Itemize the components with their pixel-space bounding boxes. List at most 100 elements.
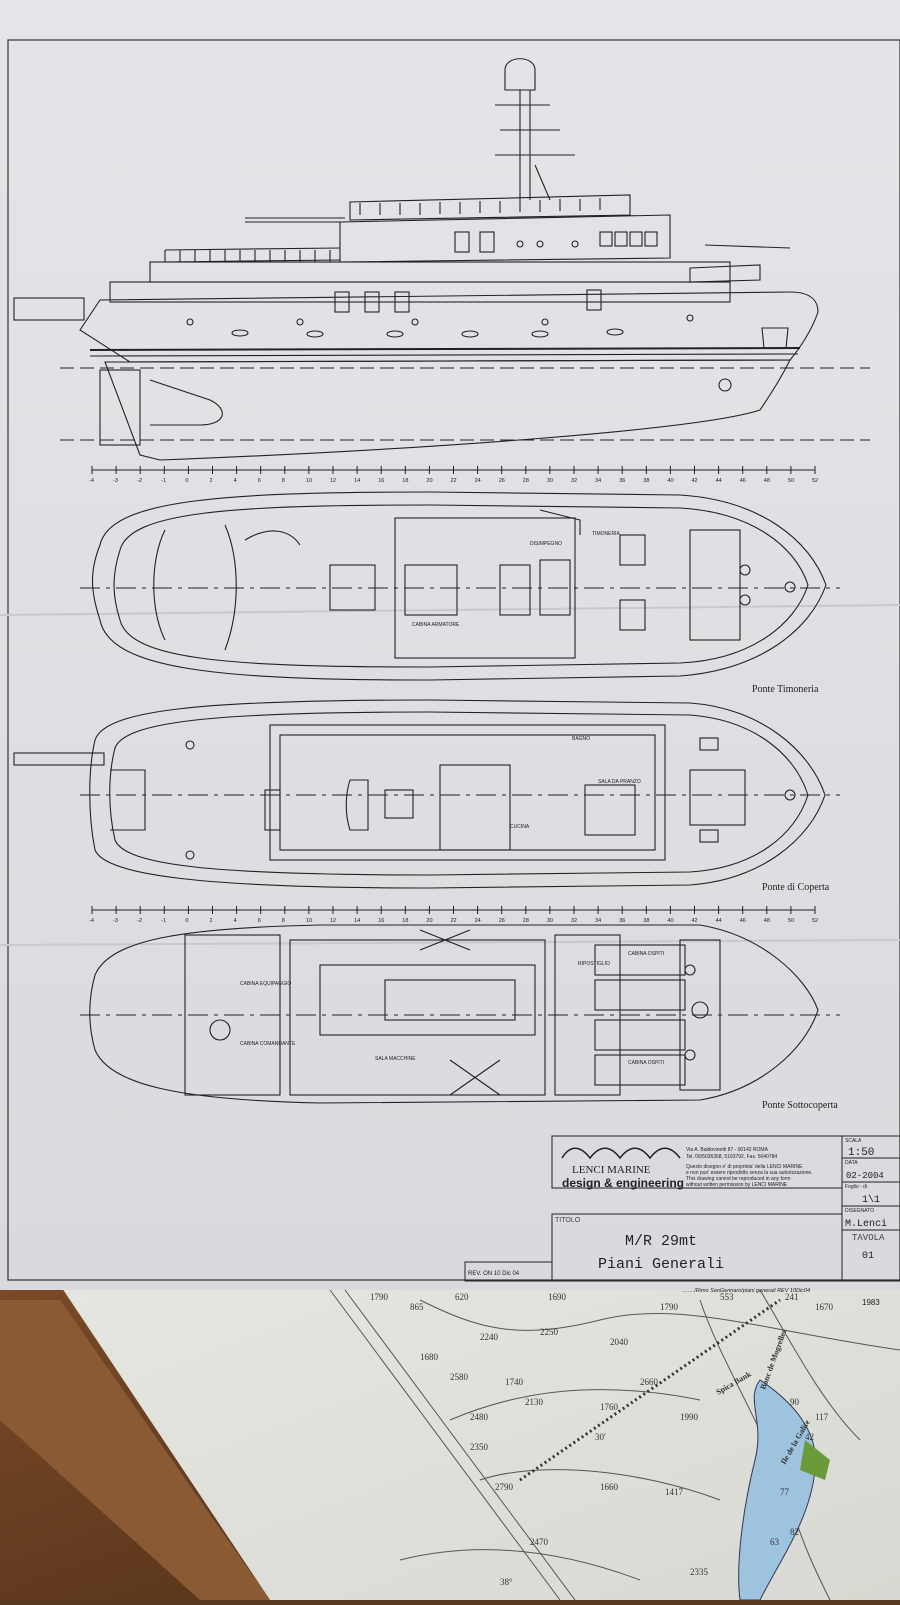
depth-sounding: 63	[770, 1537, 780, 1547]
scale-tick-label: 16	[378, 478, 384, 484]
depth-sounding: 1670	[815, 1302, 834, 1312]
depth-sounding: 2350	[470, 1442, 489, 1452]
scale-tick-label: 2	[210, 918, 213, 924]
scale-tick-label: 42	[692, 478, 698, 484]
scale-tick-label: 18	[402, 918, 408, 924]
scale-tick-label: 8	[282, 918, 285, 924]
scale-tick-label: 10	[306, 918, 312, 924]
scale-tick-label: 50	[788, 478, 794, 484]
company-sub: design & engineering	[562, 1176, 684, 1190]
scale-tick-label: 12	[330, 918, 336, 924]
scale-tick-label: 40	[667, 918, 673, 924]
scale-tick-label: 36	[619, 478, 625, 484]
scale-tick-label: -3	[113, 478, 118, 484]
depth-sounding: 2250	[540, 1327, 559, 1337]
revision-note: REV. ON 10 Dic 04	[468, 1271, 520, 1277]
scale-tick-label: 24	[475, 918, 481, 924]
scale-tick-label: -2	[137, 918, 142, 924]
scale-tick-label: -2	[137, 478, 142, 484]
scale-tick-label: 48	[764, 478, 770, 484]
depth-sounding: 2335	[690, 1567, 709, 1577]
scale-tick-label: 10	[306, 478, 312, 484]
scale-tick-label: 18	[402, 478, 408, 484]
scale-tick-label: 26	[499, 478, 505, 484]
scale-tick-label: 44	[716, 478, 722, 484]
title-label: TITOLO	[555, 1217, 581, 1224]
island-land	[800, 1440, 830, 1480]
notice-line-3: This drawing cannot be reproduced in any…	[686, 1176, 791, 1182]
drawn-label: DISEGNATO	[845, 1208, 874, 1214]
scale-tick-label: 22	[451, 478, 457, 484]
company-name: LENCI MARINE	[572, 1164, 651, 1176]
scale-tick-label: 14	[354, 918, 360, 924]
notice-line-4: without written permission by LENCI MARI…	[686, 1182, 788, 1188]
scale-tick-label: 26	[499, 918, 505, 924]
scale-tick-label: 52	[812, 918, 818, 924]
scale-tick-label: 4	[234, 918, 237, 924]
scale-tick-label: 36	[619, 918, 625, 924]
room-label-bagno: BAGNO	[572, 736, 590, 742]
deck-plan-coperta	[13, 699, 840, 889]
depth-sounding: 82	[790, 1527, 799, 1537]
table-value: 01	[862, 1251, 874, 1262]
depth-sounding: 2790	[495, 1482, 514, 1492]
notice-line-1: Questo disegno e' di proprieta' della LE…	[686, 1164, 803, 1170]
deck-plan-sottocoperta	[80, 924, 840, 1104]
depth-sounding: 1790	[370, 1292, 389, 1302]
view-label-sottocoperta: Ponte Sottocoperta	[762, 1100, 838, 1111]
scale-value: 1:50	[848, 1147, 874, 1159]
scale-tick-label: 4	[234, 478, 237, 484]
scale-tick-label: 42	[692, 918, 698, 924]
room-label-cabina-comandante: CABINA COMANDANTE	[240, 1041, 296, 1047]
scale-tick-label: 28	[523, 918, 529, 924]
scale-tick-label: -4	[89, 918, 94, 924]
title-block	[464, 1135, 900, 1282]
deck-plan-timoneria	[80, 491, 840, 681]
scale-tick-label: -1	[161, 918, 166, 924]
paper-fold	[0, 604, 900, 616]
drawing-title-line-2: Piani Generali	[598, 1256, 724, 1273]
paper-sheet	[0, 0, 900, 1290]
depth-sounding: 38°	[500, 1577, 513, 1587]
scale-tick-label: 38	[643, 478, 649, 484]
scale-tick-label: 28	[523, 478, 529, 484]
scale-tick-label: 30	[547, 478, 553, 484]
depth-sounding: 2580	[450, 1372, 469, 1382]
room-label-cabina-armatore: CABINA ARMATORE	[412, 622, 460, 628]
depth-sounding: 1690	[548, 1292, 567, 1302]
scale-tick-label: 44	[716, 918, 722, 924]
room-label-ripostiglio: RIPOSTIGLIO	[578, 961, 610, 967]
scale-tick-label: 8	[282, 478, 285, 484]
depth-sounding: 553	[720, 1292, 734, 1302]
scale-tick-label: 0	[185, 478, 188, 484]
depth-sounding: 2240	[480, 1332, 499, 1342]
scale-tick-label: 0	[185, 918, 188, 924]
scale-tick-label: 12	[330, 478, 336, 484]
sheet-border	[7, 39, 900, 1281]
room-label-sala-da-pranzo: SALA DA PRANZO	[598, 779, 641, 785]
depth-sounding: 1740	[505, 1377, 524, 1387]
scale-tick-label: -3	[113, 918, 118, 924]
scale-tick-label: 6	[258, 478, 261, 484]
file-path: ......../Rimo SanGennaro/piani generali …	[682, 1288, 810, 1294]
depth-sounding: 1660	[600, 1482, 619, 1492]
sheet-value: 1\1	[862, 1194, 880, 1206]
scale-tick-label: 22	[451, 918, 457, 924]
room-labels: TIMONERIA DISIMPEGNO CABINA ARMATORE BAG…	[240, 531, 664, 1066]
depth-sounding: 1760	[600, 1402, 619, 1412]
scale-tick-label: 32	[571, 478, 577, 484]
depth-sounding: 1417	[665, 1487, 684, 1497]
side-profile-view	[13, 58, 870, 461]
view-label-coperta: Ponte di Coperta	[762, 882, 830, 893]
company-address: Via A. Baldovinetti 87 - 00142 ROMA	[686, 1147, 769, 1153]
chart-year: 1983	[862, 1298, 880, 1307]
scale-tick-label: 20	[426, 478, 432, 484]
depth-sounding: 117	[815, 1412, 829, 1422]
scale-tick-label: -1	[161, 478, 166, 484]
sheet-label: Foglio - di	[845, 1184, 867, 1190]
scale-tick-label: 24	[475, 478, 481, 484]
